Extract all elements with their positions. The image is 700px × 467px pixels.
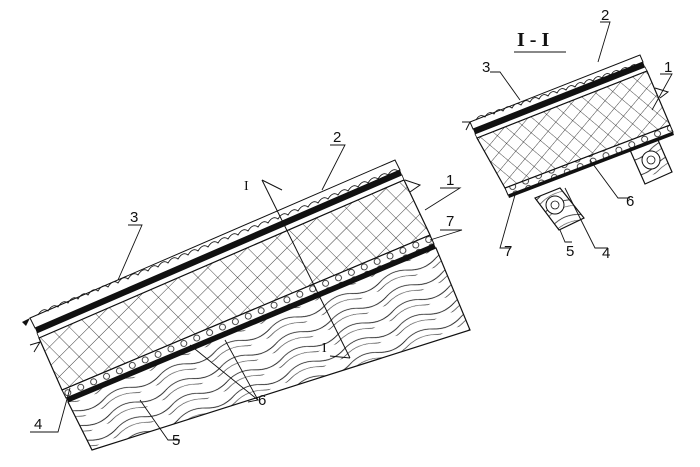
section-callout-3: 3 bbox=[482, 59, 490, 76]
section-mark-top: I bbox=[244, 179, 249, 194]
section-leaders bbox=[490, 21, 673, 249]
main-callout-2: 2 bbox=[333, 129, 341, 146]
section-callout-7: 7 bbox=[504, 243, 512, 260]
main-section bbox=[22, 159, 471, 451]
section-callout-4: 4 bbox=[602, 245, 610, 262]
main-callout-3: 3 bbox=[130, 209, 138, 226]
gravel-stones bbox=[37, 169, 399, 316]
section-title: I - I bbox=[517, 29, 549, 51]
main-callout-1: 1 bbox=[446, 172, 454, 189]
main-callout-4: 4 bbox=[34, 416, 42, 433]
main-callout-6: 6 bbox=[258, 392, 266, 409]
timber-deck-5 bbox=[67, 247, 471, 451]
membrane-2 bbox=[35, 170, 402, 333]
section-callout-6: 6 bbox=[626, 193, 634, 210]
section-cut-line bbox=[261, 179, 351, 359]
main-leaders bbox=[30, 144, 463, 441]
section-callout-1: 1 bbox=[664, 59, 672, 76]
main-callout-7: 7 bbox=[446, 213, 454, 230]
section-mark-bottom: I bbox=[322, 341, 327, 356]
section-detail bbox=[462, 54, 674, 231]
main-callout-5: 5 bbox=[172, 432, 180, 449]
section-callout-2: 2 bbox=[601, 7, 609, 24]
section-callout-5: 5 bbox=[566, 243, 574, 260]
